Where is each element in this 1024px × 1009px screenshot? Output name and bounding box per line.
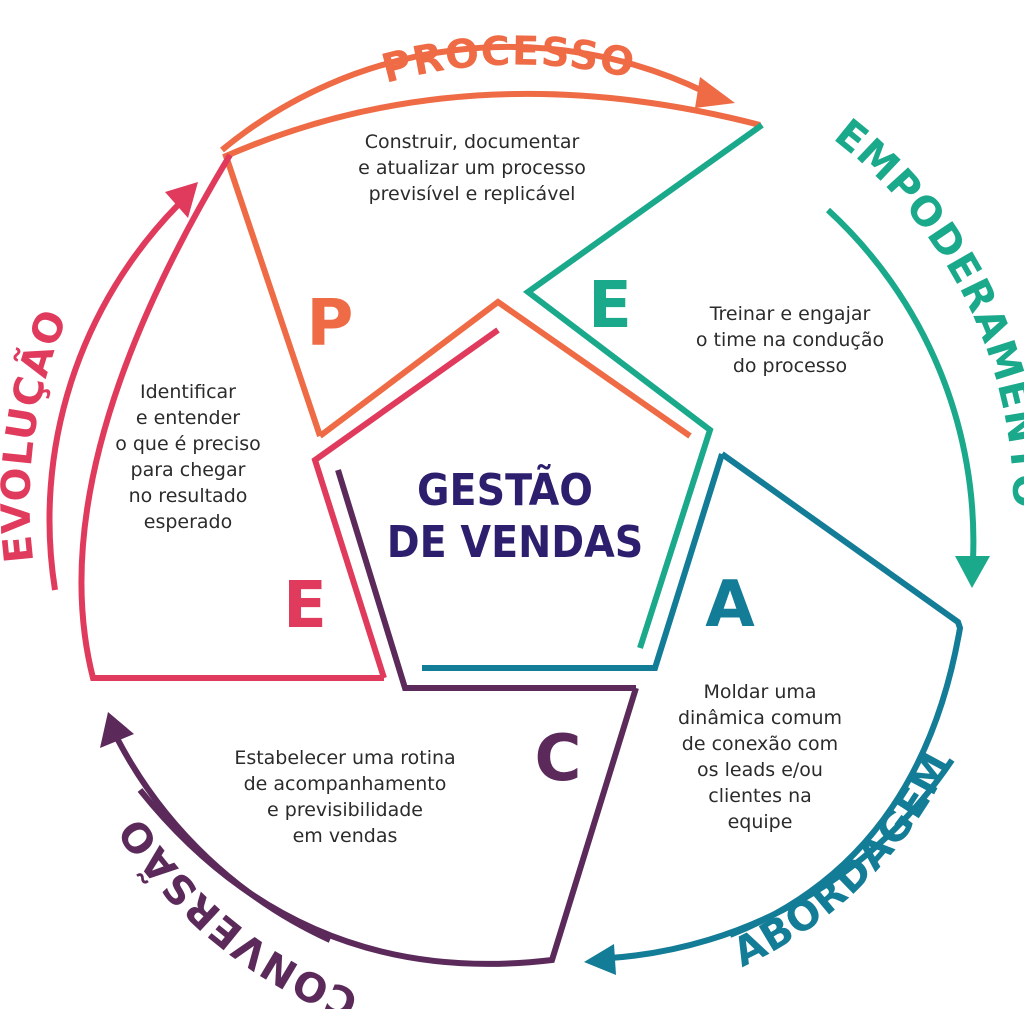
description-line: e entender [136, 407, 240, 429]
description-line: previsível e replicável [369, 183, 576, 205]
description-line: esperado [144, 511, 232, 533]
description-conversao: Estabelecer uma rotina de acompanhamento e… [234, 747, 455, 847]
letter-a: A [705, 568, 755, 642]
letter-c: C [535, 722, 582, 796]
description-line: Treinar e engajar [709, 303, 871, 325]
segment-c [137, 469, 639, 967]
description-line: Estabelecer uma rotina [234, 747, 455, 769]
arrow-conversao-head [100, 712, 134, 748]
description-line: Moldar uma [703, 681, 816, 703]
arrow-evolucao-head [165, 182, 198, 218]
description-line: os leads e/ou [697, 759, 823, 781]
description-line: o time na condução [696, 329, 884, 351]
pentagon-top [318, 298, 692, 439]
description-abordagem: Moldar uma dinâmica comum de conexão com os… [678, 681, 842, 833]
description-evolucao: Identificar e entender o que é preciso para… [115, 381, 261, 533]
segment-e2 [78, 153, 500, 681]
arrow-processo [220, 43, 707, 153]
description-processo: Construir, documentar e atualizar um proc… [358, 131, 586, 205]
description-line: Construir, documentar [365, 131, 580, 153]
segment-p [222, 90, 761, 437]
segment-e1 [522, 122, 764, 649]
description-empoderamento: Treinar e engajar o time na condução do pr… [696, 303, 884, 377]
description-line: o que é preciso [115, 433, 261, 455]
description-line: clientes na [708, 785, 812, 807]
center-title-line1: GESTÃO [417, 463, 593, 516]
letter-e-evolucao: E [283, 569, 327, 643]
segments [78, 90, 964, 967]
description-line: dinâmica comum [678, 707, 842, 729]
description-line: de conexão com [682, 733, 838, 755]
description-line: equipe [728, 811, 793, 833]
letter-p: P [307, 287, 354, 361]
description-line: Identificar [140, 381, 236, 403]
word-processo: PROCESSO [377, 28, 639, 92]
segment-a [422, 451, 964, 938]
description-line: para chegar [131, 459, 246, 481]
description-line: e previsibilidade [267, 799, 423, 821]
description-line: em vendas [293, 825, 398, 847]
arrow-processo-head [695, 77, 735, 108]
arrow-empoderamento-head [955, 556, 990, 588]
word-evolucao: EVOLUÇÃO [0, 303, 77, 565]
arrow-abordagem-head [584, 944, 616, 975]
description-line: e atualizar um processo [358, 157, 586, 179]
arrow-evolucao [46, 202, 181, 591]
letter-e-empoderamento: E [588, 269, 632, 343]
center-title-line2: DE VENDAS [387, 517, 644, 568]
description-line: de acompanhamento [244, 773, 447, 795]
description-line: no resultado [129, 485, 248, 507]
description-line: do processo [733, 355, 847, 377]
arrow-empoderamento [825, 207, 977, 561]
